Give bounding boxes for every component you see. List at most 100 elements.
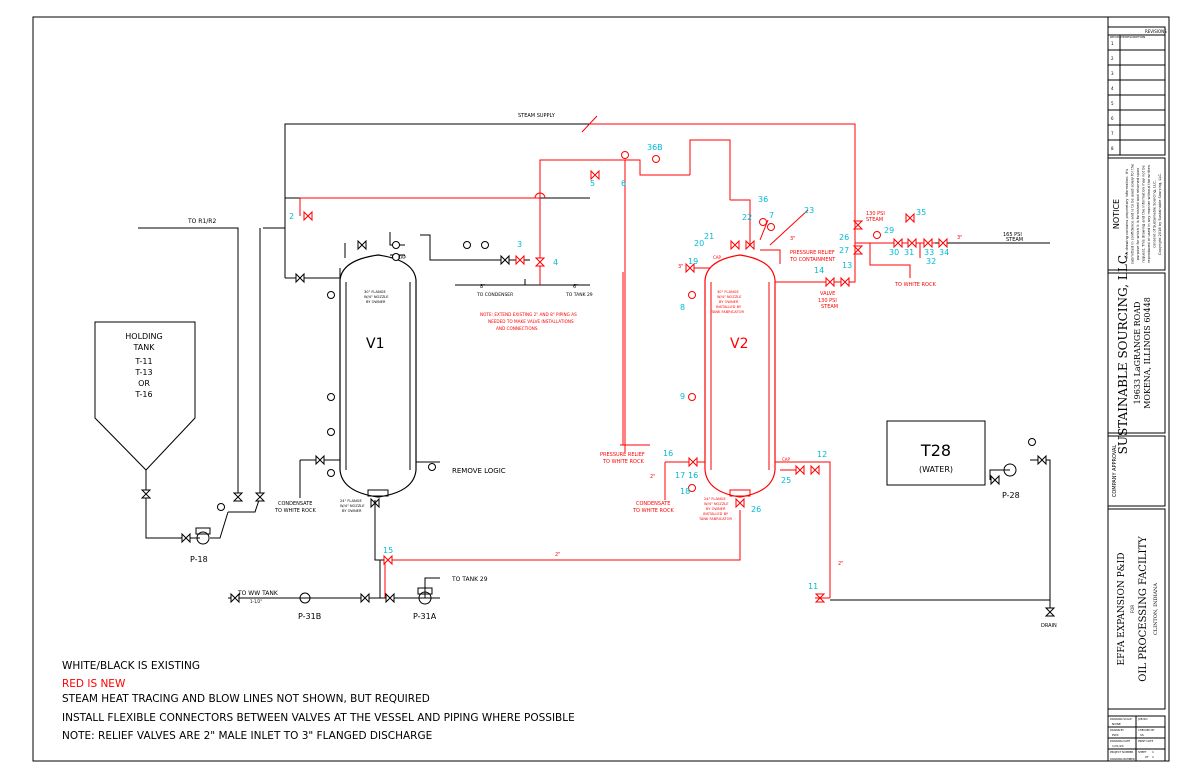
rev-col2: DESCRIPTION — [1125, 35, 1145, 39]
checked-by-label: CHECKED BY — [1138, 728, 1155, 732]
pump-p28: P-28 — [1002, 491, 1020, 500]
to-r1r2-label: TO R1/R2 — [187, 218, 216, 225]
valve-icon — [990, 474, 1000, 486]
valve-icon — [852, 245, 864, 255]
to-tank29-top-label: TO TANK 29 — [565, 292, 593, 298]
condensate-v2-line2: TO WHITE ROCK — [632, 508, 674, 514]
sheet-border — [32, 16, 1170, 762]
gauge-icon — [327, 393, 335, 401]
project-for: FOR — [1130, 605, 1135, 613]
pressure-relief-cont-line2: TO CONTAINMENT — [789, 257, 836, 263]
callout-20: 20 — [694, 239, 704, 248]
size-3c-label: 3" — [957, 235, 962, 241]
callout-26b: 26 — [839, 233, 849, 242]
v1-flange-line2: W/4" NOZZLE — [364, 295, 389, 299]
note-flexible-connectors: INSTALL FLEXIBLE CONNECTORS BETWEEN VALV… — [62, 712, 575, 724]
pressure-relief-wr-line2: TO WHITE ROCK — [602, 459, 644, 465]
holding-tank-line6: T-16 — [134, 390, 152, 399]
pump-p31b: P-31B — [298, 612, 321, 621]
note-extend-line3: AND CONNECTIONS — [496, 326, 538, 331]
size-8-label: 8" — [480, 284, 485, 290]
notice-line: consent of Sustainable Sourcing, LLC. — [1153, 180, 1157, 248]
gauge-icon — [217, 503, 225, 511]
valve-icon — [795, 464, 805, 476]
t28-title: T28 — [920, 441, 951, 460]
callout-6: 6 — [621, 179, 626, 188]
steam-supply-label: STEAM SUPPLY — [518, 113, 556, 119]
notice-line: submitted in confidence and is to be use… — [1131, 163, 1135, 264]
holding-tank-line5: OR — [138, 379, 150, 388]
pumps: P-18 P-31B P-31A P-28 — [190, 463, 1020, 621]
callout-21: 21 — [704, 232, 714, 241]
gauge-icon — [621, 151, 629, 159]
gauge-icon — [481, 241, 489, 249]
valve-icon — [907, 237, 917, 249]
valve-icon — [810, 464, 820, 476]
flange-notes: 30" FLANGE W/4" NOZZLE BY OWNER 24" FLAN… — [340, 290, 744, 521]
valve-icon — [923, 237, 933, 249]
callout-4: 4 — [553, 258, 558, 267]
callout-34: 34 — [939, 248, 949, 257]
callout-16b: 16 — [688, 471, 698, 480]
steam130-top-line2: STEAM — [866, 217, 883, 223]
callout-19: 19 — [688, 257, 698, 266]
valve-icon — [357, 239, 367, 251]
valve-icon — [181, 532, 191, 544]
to-condenser-label: TO CONDENSER — [476, 292, 513, 298]
callout-36b: 36B — [647, 143, 663, 152]
v1-flange-bottom-line3: BY OWNER — [342, 509, 362, 513]
callout-16: 16 — [663, 449, 673, 458]
valve-icon — [814, 593, 826, 603]
revision-row-number: 6 — [1111, 116, 1114, 121]
drain-label: DRAIN — [1041, 623, 1057, 629]
callout-12: 12 — [817, 450, 827, 459]
general-notes: WHITE/BLACK IS EXISTING RED IS NEW STEAM… — [62, 660, 575, 742]
valve-icon — [385, 592, 395, 604]
gauge-icon — [392, 253, 400, 261]
vessel-v2-label: V2 — [730, 336, 748, 352]
sheet-total: 1 — [1152, 755, 1154, 759]
valve-icon — [500, 254, 510, 266]
valve-icon — [825, 276, 835, 288]
v2-flange-line4: INSTALLED BY — [716, 305, 742, 309]
callout-29: 29 — [884, 226, 894, 235]
valve-icon — [905, 212, 915, 224]
steam130-bottom-line1: 130 PSI — [818, 298, 837, 304]
t28-sub: (WATER) — [919, 465, 953, 474]
revision-row-number: 1 — [1111, 41, 1114, 46]
size-3b-label: 3" — [678, 264, 683, 270]
gauge-icon — [327, 428, 335, 436]
gauge-icon — [463, 241, 471, 249]
v1-flange-line1: 30" FLANGE — [364, 290, 386, 294]
valve-icon — [230, 592, 240, 604]
v1-flange-bottom-line1: 24" FLANGE — [340, 499, 362, 503]
gauge-icon — [688, 484, 696, 492]
holding-tank: HOLDING TANK T-11 T-13 OR T-16 — [94, 321, 196, 471]
holding-tank-line2: TANK — [133, 343, 156, 352]
existing-piping — [138, 123, 1051, 612]
of-label: OF — [1145, 755, 1149, 759]
valve-icon — [730, 239, 740, 251]
note-extend-line1: NOTE: EXTEND EXISTING 2" AND 8" PIPING A… — [480, 312, 577, 317]
new-piping — [299, 115, 935, 599]
note-existing: WHITE/BLACK IS EXISTING — [62, 660, 200, 672]
line-labels: STEAM SUPPLY TO R1/R2 TO CONDENSER TO TA… — [187, 113, 1057, 629]
gauge-icon — [392, 241, 400, 249]
gauge-icon — [1028, 438, 1036, 446]
callout-17: 17 — [675, 471, 685, 480]
pressure-relief-cont-line1: PRESSURE RELIEF — [790, 250, 835, 256]
notice-line: request. This drawing and the informatio… — [1142, 165, 1146, 263]
vessel-v2: V2 — [704, 254, 776, 498]
valve-icon — [515, 254, 525, 266]
v2-flange-line3: BY OWNER — [719, 300, 739, 304]
callout-22: 22 — [742, 213, 752, 222]
holding-tank-line3: T-11 — [134, 357, 152, 366]
steam130-top-line1: 130 PSI — [866, 211, 885, 217]
v2-flange-bottom-line5: TANK FABRICATOR — [698, 517, 732, 521]
condensate-v1-line2: TO WHITE ROCK — [274, 508, 316, 514]
ww-size-label: 1-1/2" — [250, 599, 262, 604]
project-line2: OIL PROCESSING FACILITY — [1138, 536, 1149, 682]
to-ww-tank-label: TO WW TANK — [237, 590, 279, 597]
drawing-date-label: DRAWING DATE — [1110, 739, 1131, 743]
revision-row-number: 8 — [1111, 146, 1114, 151]
